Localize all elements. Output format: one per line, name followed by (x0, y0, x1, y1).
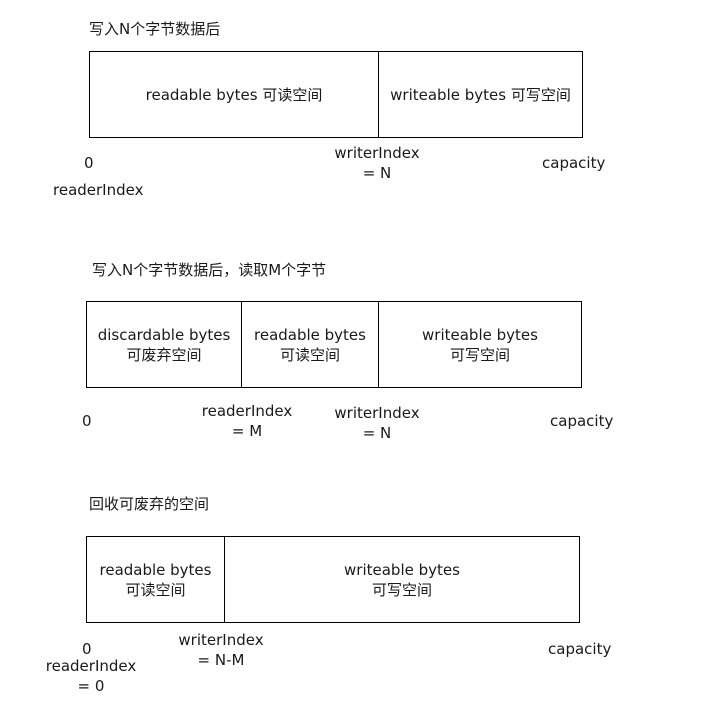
diagram2-reader-index-value: = M (231, 422, 263, 440)
diagram3-writeable-label-en: writeable bytes (344, 560, 460, 579)
diagram3-readable-label-cn: 可读空间 (125, 580, 186, 599)
diagram3-capacity-label: capacity (548, 640, 612, 658)
diagram3-reader-index-value: = 0 (77, 677, 105, 695)
diagram1-readable-label: readable bytes 可读空间 (145, 85, 323, 104)
diagram1-writer-index-label: writerIndex = N (322, 143, 432, 183)
diagram2-writer-index-label: writerIndex = N (322, 403, 432, 443)
diagram3-writer-index-value: = N-M (197, 651, 245, 669)
diagram2-readable-segment: readable bytes 可读空间 (241, 302, 378, 387)
diagram3-writeable-segment: writeable bytes 可写空间 (224, 537, 579, 622)
diagram3-readable-segment: readable bytes 可读空间 (87, 537, 224, 622)
diagram1-title: 写入N个字节数据后 (89, 20, 221, 38)
diagram2-writer-index-name: writerIndex (334, 404, 420, 422)
diagram2-readable-label-cn: 可读空间 (279, 345, 340, 364)
diagram1-zero-label: 0 (84, 154, 94, 172)
diagram2-discardable-label-en: discardable bytes (97, 325, 231, 344)
diagram2-writer-index-value: = N (362, 424, 392, 442)
diagram2-reader-index-label: readerIndex = M (192, 401, 302, 441)
diagram2-discardable-segment: discardable bytes 可废弃空间 (87, 302, 241, 387)
diagram1-writeable-segment: writeable bytes 可写空间 (378, 52, 582, 137)
diagram2-discardable-label-cn: 可废弃空间 (126, 345, 202, 364)
diagram3-writer-index-label: writerIndex = N-M (166, 630, 276, 670)
diagram1-reader-index-label: readerIndex (53, 181, 144, 199)
diagram2-title: 写入N个字节数据后，读取M个字节 (92, 261, 327, 279)
diagram3-writeable-label-cn: 可写空间 (371, 580, 432, 599)
diagram1-capacity-label: capacity (542, 154, 606, 172)
diagram3-buffer: readable bytes 可读空间 writeable bytes 可写空间 (86, 536, 580, 623)
diagram1-writeable-label: writeable bytes 可写空间 (390, 85, 571, 104)
diagram3-reader-index-name: readerIndex (45, 657, 137, 675)
diagram1-writer-index-value: = N (362, 164, 392, 182)
diagram2-writeable-label-cn: 可写空间 (449, 345, 510, 364)
diagram2-readable-label-en: readable bytes (254, 325, 366, 344)
diagram1-buffer: readable bytes 可读空间 writeable bytes 可写空间 (89, 51, 583, 138)
diagram1-readable-segment: readable bytes 可读空间 (90, 52, 378, 137)
diagram2-writeable-segment: writeable bytes 可写空间 (378, 302, 581, 387)
diagram2-buffer: discardable bytes 可废弃空间 readable bytes 可… (86, 301, 582, 388)
diagram3-writer-index-name: writerIndex (178, 631, 264, 649)
diagram3-title: 回收可废弃的空间 (89, 495, 210, 513)
diagram3-reader-index-label: readerIndex = 0 (36, 656, 146, 696)
diagram2-reader-index-name: readerIndex (201, 402, 293, 420)
diagram2-writeable-label-en: writeable bytes (422, 325, 538, 344)
diagram1-writer-index-name: writerIndex (334, 144, 420, 162)
diagram2-capacity-label: capacity (550, 412, 614, 430)
diagram3-readable-label-en: readable bytes (99, 560, 212, 579)
diagram3-zero-label: 0 (82, 640, 92, 658)
diagram2-zero-label: 0 (82, 412, 92, 430)
